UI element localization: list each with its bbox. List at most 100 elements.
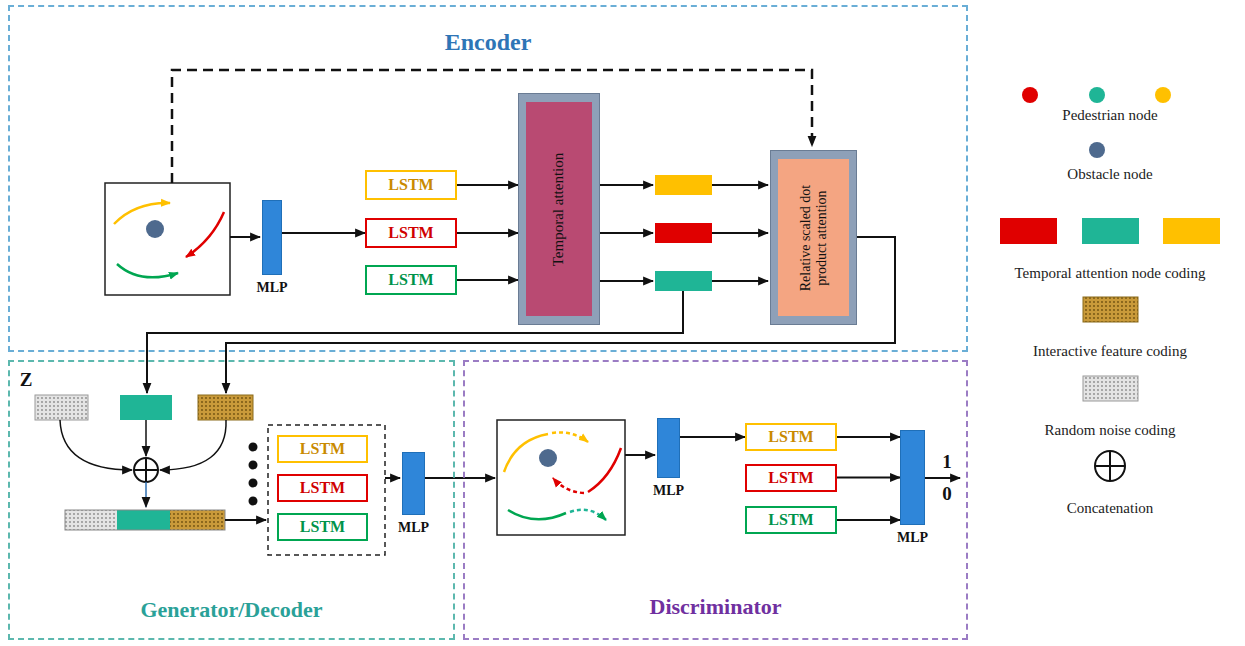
mlp-label: MLP: [398, 520, 429, 536]
flow-arrow: [712, 232, 768, 234]
lstm-cell: LSTM: [365, 170, 457, 200]
output-label: 1: [942, 451, 952, 473]
mlp-label: MLP: [653, 483, 684, 499]
mlp-bar: [262, 200, 282, 275]
skip-arrow: [172, 70, 812, 183]
mlp-bar: [657, 418, 680, 478]
attention-core: Temporal attention: [526, 102, 592, 316]
lstm-label: LSTM: [768, 511, 813, 529]
flow-arrow: [230, 236, 260, 238]
node-coding: [655, 223, 712, 243]
ellipsis-dot: [249, 497, 258, 506]
attention-label: Temporal attention: [551, 152, 568, 266]
mlp-bar: [900, 430, 925, 525]
attention-core: Relative scaled dot product attention: [778, 159, 849, 316]
flow-arrow: [60, 420, 132, 470]
flow-arrow: [600, 280, 653, 282]
trajectory-arrow: [117, 264, 178, 277]
pedestrian-dot: [1155, 87, 1171, 103]
legend-label: Random noise coding: [1045, 422, 1176, 439]
lstm-group-frame: [268, 425, 385, 555]
lstm-cell: LSTM: [277, 513, 368, 541]
mlp-label: MLP: [897, 530, 928, 546]
module-panel: LSTM LSTM LSTM MLP Generator/Decoder: [8, 360, 455, 640]
flow-arrow: [712, 280, 768, 282]
attention-label: Relative scaled dot product attention: [798, 168, 830, 308]
interactive-coding: [170, 510, 225, 530]
mlp-layer: MLP: [649, 418, 688, 497]
flow-arrow: [457, 232, 518, 234]
mlp-layer: MLP: [252, 200, 291, 294]
lstm-label: LSTM: [300, 440, 345, 458]
lstm-cell: LSTM: [745, 506, 837, 534]
flow-arrow: [385, 477, 400, 479]
lstm-cell: LSTM: [365, 265, 457, 295]
lstm-label: LSTM: [768, 469, 813, 487]
concat-symbol: [134, 458, 158, 482]
lstm-label: LSTM: [388, 176, 433, 194]
node-coding: [1000, 218, 1057, 244]
flow-arrow: [425, 477, 495, 479]
flow-arrow: [145, 420, 147, 456]
concat-symbol: [1095, 451, 1125, 481]
trajectory-line: [504, 434, 548, 472]
mlp-layer: MLP: [893, 430, 932, 544]
lstm-label: LSTM: [388, 271, 433, 289]
trajectory-line: [588, 448, 621, 492]
noise-coding: [65, 510, 117, 530]
flow-arrow: [837, 436, 900, 438]
lstm-cell: LSTM: [277, 474, 368, 502]
lstm-cell: LSTM: [277, 435, 368, 463]
pedestrian-dot: [1022, 87, 1038, 103]
node-coding: [117, 510, 170, 530]
flow-arrow: [282, 232, 365, 234]
legend-swatch: [1089, 142, 1105, 158]
lstm-label: LSTM: [300, 479, 345, 497]
flow-arrow: [837, 519, 900, 521]
flow-arrow: [600, 184, 653, 186]
attention-block: Temporal attention: [518, 93, 600, 325]
legend-label: Concatenation: [1067, 500, 1154, 517]
predicted-trajectory: [552, 432, 588, 442]
output-label: 0: [942, 483, 952, 505]
obstacle-dot: [146, 220, 164, 238]
lstm-cell: LSTM: [745, 423, 837, 451]
output-arrow: [925, 477, 960, 479]
flow-arrow: [160, 420, 226, 470]
trajectory-line: [508, 510, 566, 519]
concat-bar: [65, 510, 225, 530]
ellipsis-dot: [249, 443, 258, 452]
noise-coding: [35, 395, 88, 420]
node-coding: [1163, 218, 1220, 244]
module-title: Discriminator: [650, 594, 782, 620]
interactive-coding: [1083, 297, 1138, 322]
concat-symbol: [134, 458, 158, 482]
flow-arrow: [457, 279, 518, 281]
lstm-label: LSTM: [388, 224, 433, 242]
predicted-trajectory: [553, 478, 584, 493]
node-coding: [655, 175, 712, 195]
node-coding: [1082, 218, 1139, 244]
node-coding: [655, 271, 712, 291]
module-title: Generator/Decoder: [140, 597, 322, 623]
module-panel: MLP LSTM LSTM LSTM Temporal attention Relativ…: [8, 5, 968, 352]
concat-symbol: [1095, 451, 1125, 481]
trajectory-arrow: [186, 212, 224, 257]
mlp-bar: [402, 452, 425, 515]
pedestrian-dot: [1089, 87, 1105, 103]
scene-frame: [105, 183, 230, 295]
flow-arrow: [680, 436, 745, 438]
noise-label: Z: [20, 369, 33, 391]
ellipsis-dot: [249, 479, 258, 488]
flow-arrow: [837, 477, 900, 479]
flow-arrow: [625, 454, 655, 456]
module-panel: MLP LSTM LSTM LSTM MLP Discriminator: [463, 360, 968, 640]
flow-arrow: [225, 519, 266, 521]
attention-block: Relative scaled dot product attention: [770, 150, 857, 325]
lstm-cell: LSTM: [745, 464, 837, 492]
ellipsis-dot: [249, 461, 258, 470]
legend-label: Obstacle node: [1067, 166, 1152, 183]
node-coding: [120, 395, 172, 420]
scene-frame: [497, 420, 625, 535]
